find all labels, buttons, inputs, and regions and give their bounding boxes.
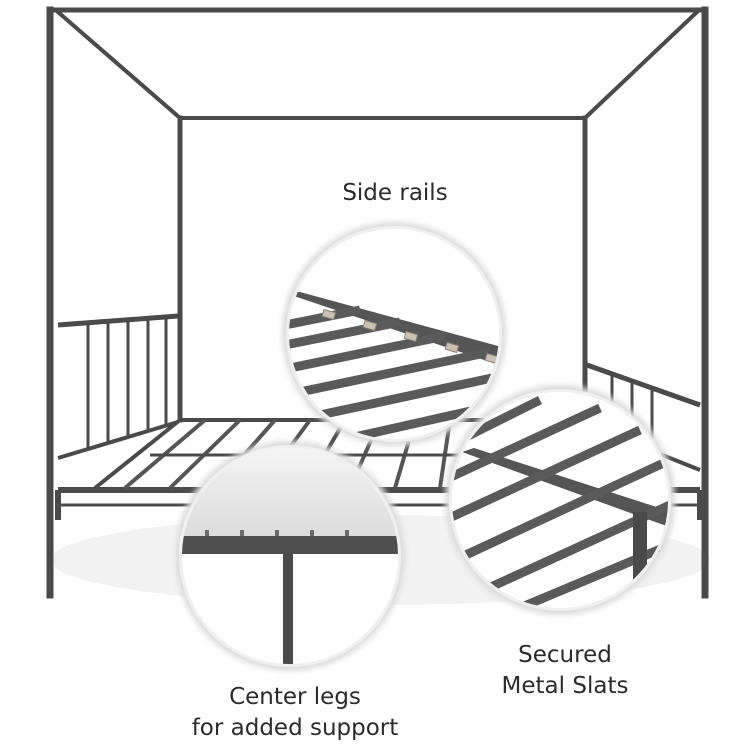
secured-slats-label-line1: Secured (518, 642, 612, 668)
secured-slats-detail-circle (445, 385, 675, 615)
canopy-frame (46, 6, 709, 599)
secured-slats-label-line2: Metal Slats (501, 673, 629, 699)
side-rails-label: Side rails (342, 180, 448, 206)
center-legs-caption: Center legs for added support (150, 682, 440, 744)
side-rails-caption: Side rails (300, 178, 490, 209)
center-legs-label-line2: for added support (191, 715, 399, 741)
secured-slats-caption: Secured Metal Slats (470, 640, 660, 702)
center-legs-detail-circle (175, 441, 405, 671)
center-legs-label-line1: Center legs (229, 684, 361, 710)
side-rails-detail-circle (282, 222, 506, 446)
left-headboard (57, 313, 179, 460)
